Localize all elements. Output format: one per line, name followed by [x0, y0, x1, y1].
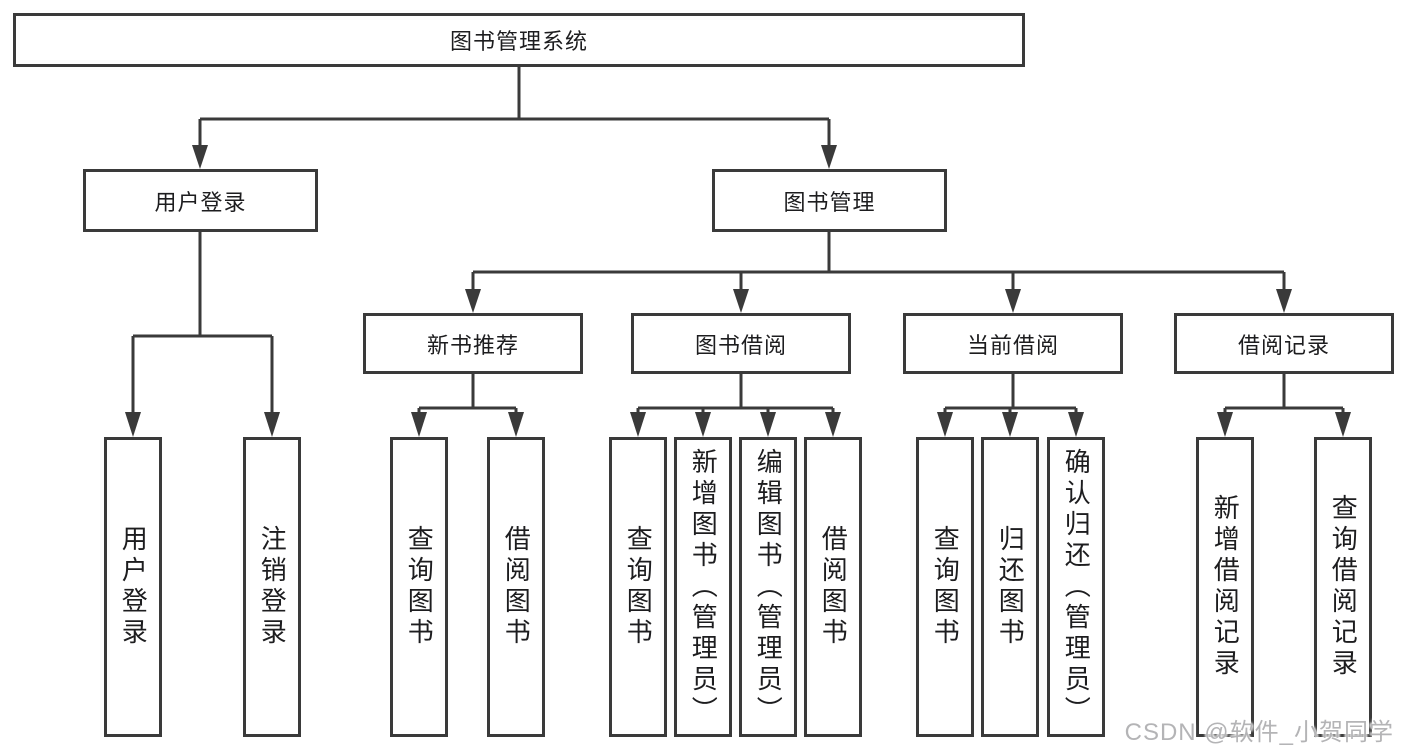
node-leaf-confirm-return-admin: 确认归还（管理员） — [1047, 437, 1105, 737]
arrowhead-icons — [125, 145, 1351, 437]
node-leaf-query-books-3: 查询图书 — [916, 437, 974, 737]
node-label: 查询图书 — [404, 525, 435, 649]
node-label: 查询图书 — [930, 525, 961, 649]
node-label: 当前借阅 — [966, 332, 1059, 358]
csdn-watermark: CSDN @软件_小贺同学 — [1124, 719, 1394, 746]
node-label: 新增图书（管理员） — [688, 447, 719, 727]
node-leaf-return-books: 归还图书 — [981, 437, 1039, 737]
node-leaf-edit-books-admin: 编辑图书（管理员） — [739, 437, 797, 737]
node-current-borrow: 当前借阅 — [903, 313, 1123, 374]
node-label: 用户登录 — [118, 525, 149, 649]
node-user-login-module: 用户登录 — [83, 169, 318, 232]
node-label: 图书管理系统 — [449, 29, 588, 54]
node-label: 新增借阅记录 — [1210, 494, 1241, 680]
node-label: 图书管理 — [783, 189, 876, 215]
node-new-book-recommend: 新书推荐 — [363, 313, 583, 374]
node-label: 新书推荐 — [426, 332, 519, 358]
node-borrow-records: 借阅记录 — [1174, 313, 1394, 374]
node-label: 借阅图书 — [818, 525, 849, 649]
node-label: 注销登录 — [257, 525, 288, 649]
node-leaf-add-borrow-record: 新增借阅记录 — [1196, 437, 1254, 737]
node-label: 借阅记录 — [1237, 332, 1330, 358]
node-root-system: 图书管理系统 — [13, 13, 1025, 67]
node-leaf-borrow-books-1: 借阅图书 — [487, 437, 545, 737]
node-leaf-query-books-2: 查询图书 — [609, 437, 667, 737]
node-leaf-logout: 注销登录 — [243, 437, 301, 737]
node-book-borrow: 图书借阅 — [631, 313, 851, 374]
node-label: 归还图书 — [995, 525, 1026, 649]
node-label: 确认归还（管理员） — [1061, 447, 1092, 727]
node-leaf-user-login: 用户登录 — [104, 437, 162, 737]
node-label: 查询图书 — [623, 525, 654, 649]
node-label: 图书借阅 — [694, 332, 787, 358]
node-book-management-module: 图书管理 — [712, 169, 947, 232]
node-label: 借阅图书 — [501, 525, 532, 649]
node-leaf-borrow-books-2: 借阅图书 — [804, 437, 862, 737]
connector-edges — [131, 67, 1345, 414]
node-label: 编辑图书（管理员） — [753, 447, 784, 727]
node-leaf-query-books-1: 查询图书 — [390, 437, 448, 737]
node-leaf-add-books-admin: 新增图书（管理员） — [674, 437, 732, 737]
node-label: 用户登录 — [154, 189, 247, 215]
node-leaf-query-borrow-record: 查询借阅记录 — [1314, 437, 1372, 737]
node-label: 查询借阅记录 — [1328, 494, 1359, 680]
